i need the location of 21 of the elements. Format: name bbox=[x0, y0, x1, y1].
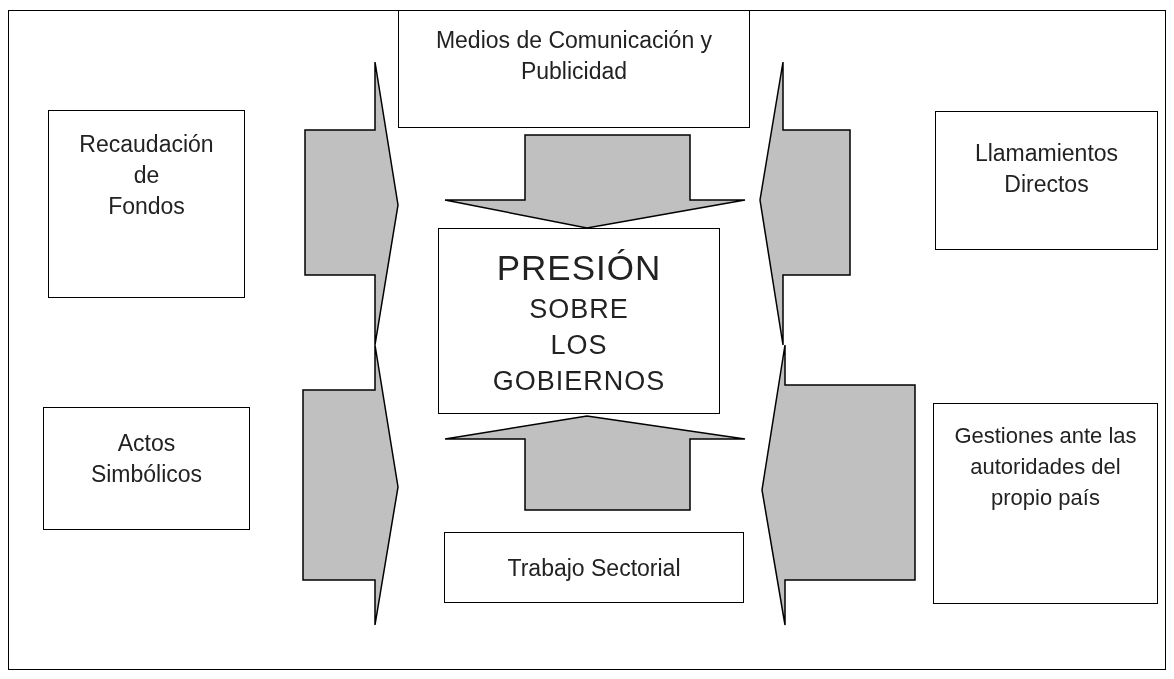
box-text: Gestiones ante las autoridades del propio país bbox=[953, 422, 1138, 512]
box-text: Trabajo Sectorial bbox=[506, 554, 682, 583]
box-text: Medios de Comunicación y Publicidad bbox=[434, 26, 714, 86]
block-arrow bbox=[304, 61, 399, 346]
heading-text: SOBRE LOS GOBIERNOS bbox=[491, 293, 667, 398]
block-arrow bbox=[444, 415, 746, 511]
main-heading: PRESIÓN bbox=[495, 247, 663, 289]
block-arrow bbox=[302, 344, 399, 626]
text-box bbox=[43, 407, 250, 530]
text-box bbox=[48, 110, 245, 298]
box-text: Llamamientos Directos bbox=[973, 139, 1120, 199]
block-arrow bbox=[759, 61, 851, 346]
text-box bbox=[935, 111, 1158, 250]
text-box bbox=[438, 228, 720, 414]
box-text: Actos Simbólicos bbox=[89, 429, 204, 489]
text-box bbox=[933, 403, 1158, 604]
text-box bbox=[398, 10, 750, 128]
block-arrow bbox=[444, 134, 746, 229]
block-arrow bbox=[761, 344, 916, 626]
text-box bbox=[444, 532, 744, 603]
box-text: Recaudación de Fondos bbox=[78, 130, 215, 221]
